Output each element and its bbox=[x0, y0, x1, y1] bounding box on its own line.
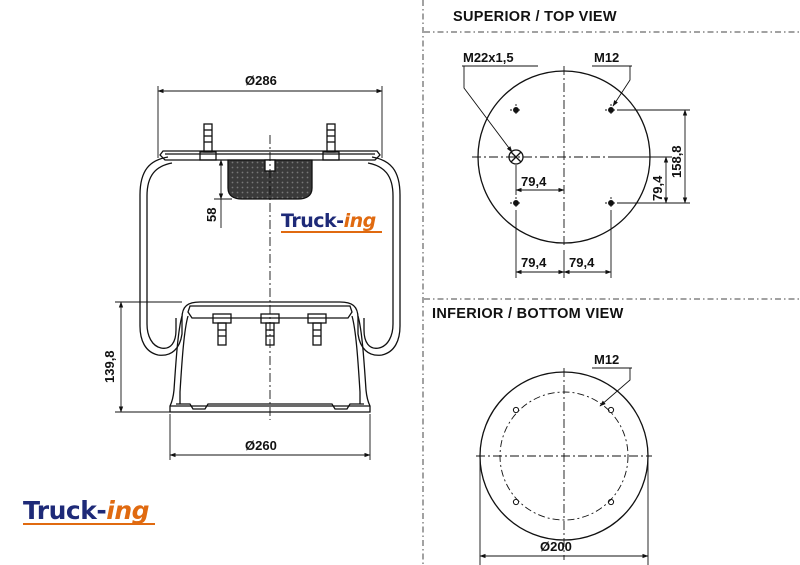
bottom-bolt-label: M12 bbox=[594, 352, 619, 367]
logo-suffix-text: ing bbox=[343, 210, 377, 232]
port-thread-label: M22x1,5 bbox=[463, 50, 514, 65]
bottom-view-dimensions bbox=[479, 367, 649, 565]
top-plate bbox=[159, 150, 381, 161]
bottom-bolt-holes bbox=[512, 406, 615, 506]
spacing-overall-label: 158,8 bbox=[669, 145, 684, 178]
air-spring-side-view bbox=[139, 123, 401, 420]
spacing-label-a: 79,4 bbox=[521, 174, 547, 189]
company-logo-underline bbox=[23, 523, 155, 525]
plate-depth-label: 58 bbox=[204, 208, 219, 222]
panel-dividers bbox=[422, 0, 800, 565]
bottom-view-plate bbox=[476, 368, 652, 560]
spacing-label-c: 79,4 bbox=[569, 255, 595, 270]
company-logo-main-text: Truck- bbox=[23, 496, 107, 525]
height-label: 139,8 bbox=[102, 350, 117, 383]
bottom-plate-diameter-label: Ø200 bbox=[540, 539, 572, 554]
bumper bbox=[227, 159, 313, 200]
drawing-brand-logo: Truck-ing bbox=[281, 210, 382, 233]
logo-main-text: Truck- bbox=[281, 210, 344, 232]
side-view-dimensions bbox=[115, 86, 383, 460]
top-bolt-holes bbox=[510, 104, 617, 209]
top-view-title: SUPERIOR / TOP VIEW bbox=[453, 9, 617, 25]
top-view-dimensions bbox=[462, 65, 690, 278]
company-logo-suffix-text: ing bbox=[106, 496, 150, 525]
bottom-diameter-label: Ø260 bbox=[245, 438, 277, 453]
top-studs bbox=[199, 123, 340, 161]
air-port bbox=[508, 149, 524, 165]
top-bolt-label: M12 bbox=[594, 50, 619, 65]
bellows-inner-wall bbox=[146, 162, 177, 349]
piston-top-plate bbox=[187, 305, 353, 319]
company-logo: Truck-ing bbox=[23, 496, 155, 525]
top-diameter-label: Ø286 bbox=[245, 73, 277, 88]
logo-underline bbox=[281, 231, 382, 233]
bottom-view-title: INFERIOR / BOTTOM VIEW bbox=[432, 306, 624, 322]
spacing-label-b: 79,4 bbox=[521, 255, 547, 270]
spacing-label-d: 79,4 bbox=[650, 175, 665, 201]
